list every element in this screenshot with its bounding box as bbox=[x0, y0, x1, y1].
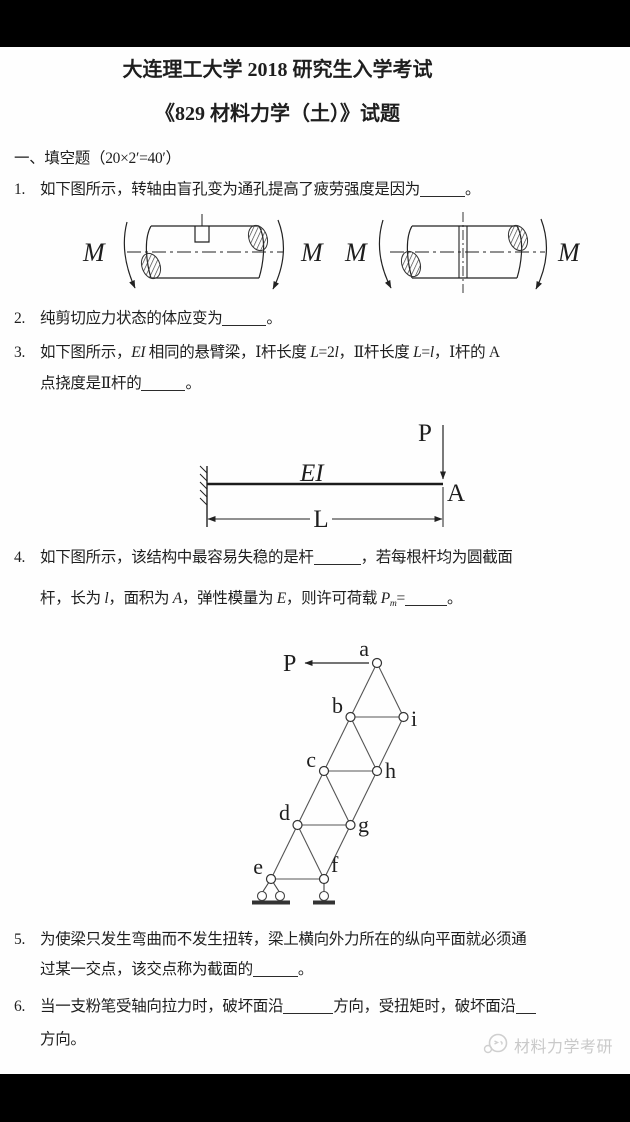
node-label-g: g bbox=[358, 812, 369, 837]
pin-support-e bbox=[252, 878, 290, 905]
shaft-figure: M M M M bbox=[82, 212, 580, 293]
moment-arc-left bbox=[123, 221, 136, 289]
question-3-text-2: 点挠度是Ⅱ杆的。 bbox=[40, 375, 201, 392]
question-1-line-1: 1. 如下图所示，转轴由盲孔变为通孔提高了疲劳强度是因为。 bbox=[14, 177, 481, 199]
point-a-label: A bbox=[447, 480, 465, 507]
hatched-patch bbox=[247, 224, 269, 252]
blind-hole bbox=[194, 226, 210, 243]
moment-label-left-shaft-left: M bbox=[82, 238, 106, 267]
moment-arc-right bbox=[272, 219, 285, 290]
node-label-h: h bbox=[385, 758, 396, 783]
question-5-text-2: 过某一交点，该交点称为截面的。 bbox=[40, 961, 314, 978]
roller-support-f bbox=[313, 879, 335, 905]
watermark: 材料力学考研 bbox=[483, 1031, 613, 1058]
question-2-number: 2. bbox=[14, 310, 26, 327]
moment-arc-left bbox=[378, 219, 392, 289]
question-6-line-1: 6. 当一支粉笔受轴向拉力时，破坏面沿方向，受扭矩时，破坏面沿 bbox=[14, 994, 536, 1016]
cantilever-beam-figure: EI P A L bbox=[199, 420, 465, 533]
question-4-line-2: 杆，长为 l，面积为 A，弹性模量为 E，则许可荷载 Pm=。 bbox=[40, 586, 462, 609]
question-5-line-1: 5. 为使梁只发生弯曲而不发生扭转，梁上横向外力所在的纵向平面就必须通 bbox=[14, 927, 527, 949]
moment-arc-right bbox=[535, 218, 548, 290]
load-label: P bbox=[418, 420, 432, 447]
question-4-line-1: 4. 如下图所示，该结构中最容易失稳的是杆，若每根杆均为圆截面 bbox=[14, 545, 513, 567]
node-label-b: b bbox=[332, 693, 343, 718]
node-label-f: f bbox=[331, 852, 339, 877]
question-6-text-1: 当一支粉笔受轴向拉力时，破坏面沿方向，受扭矩时，破坏面沿 bbox=[40, 998, 536, 1015]
question-4-number: 4. bbox=[14, 549, 26, 566]
question-5-number: 5. bbox=[14, 931, 26, 948]
moment-label-left-shaft-right: M bbox=[300, 238, 324, 267]
load-label: P bbox=[283, 651, 296, 677]
bottom-letterbox-bar bbox=[0, 1074, 630, 1122]
truss-node-labels: a b i c h d g e f bbox=[253, 636, 417, 879]
node-label-d: d bbox=[279, 800, 290, 825]
hatched-patch bbox=[507, 224, 529, 252]
section-heading: 一、填空题（20×2′=40′） bbox=[14, 150, 181, 167]
question-3-text-1: 如下图所示，EI 相同的悬臂梁，Ⅰ杆长度 L=2l，Ⅱ杆长度 L=l，Ⅰ杆的 A bbox=[40, 344, 500, 361]
question-5-line-2: 过某一交点，该交点称为截面的。 bbox=[40, 957, 313, 979]
question-1-number: 1. bbox=[14, 181, 26, 198]
node-label-e: e bbox=[253, 854, 263, 879]
hatched-patch bbox=[400, 250, 422, 278]
exam-subtitle: 《829 材料力学（土）》试题 bbox=[155, 103, 400, 125]
length-label: L bbox=[313, 506, 328, 533]
hatched-patch bbox=[140, 252, 162, 280]
question-6-line-2: 方向。 bbox=[40, 1027, 86, 1049]
truss-members bbox=[270, 662, 404, 880]
moment-label-right-shaft-left: M bbox=[344, 238, 368, 267]
question-1-text: 如下图所示，转轴由盲孔变为通孔提高了疲劳强度是因为。 bbox=[40, 181, 481, 198]
node-label-a: a bbox=[359, 636, 369, 661]
wechat-face-logo-icon bbox=[483, 1033, 508, 1054]
question-6-number: 6. bbox=[14, 998, 26, 1015]
question-2-line-1: 2. 纯剪切应力状态的体应变为。 bbox=[14, 306, 282, 328]
truss-nodes bbox=[265, 657, 409, 885]
question-4-text-1: 如下图所示，该结构中最容易失稳的是杆，若每根杆均为圆截面 bbox=[40, 549, 513, 566]
question-5-text-1: 为使梁只发生弯曲而不发生扭转，梁上横向外力所在的纵向平面就必须通 bbox=[40, 931, 527, 948]
node-label-i: i bbox=[411, 706, 417, 731]
watermark-text: 材料力学考研 bbox=[514, 1038, 614, 1056]
question-2-text: 纯剪切应力状态的体应变为。 bbox=[40, 310, 282, 327]
truss-figure: P a b i bbox=[252, 636, 417, 905]
question-4-text-2: 杆，长为 l，面积为 A，弹性模量为 E，则许可荷载 Pm=。 bbox=[40, 590, 463, 609]
beam-stiffness-label: EI bbox=[299, 460, 325, 487]
top-letterbox-bar bbox=[0, 0, 630, 47]
moment-label-right-shaft-right: M bbox=[557, 238, 580, 267]
question-3-number: 3. bbox=[14, 344, 26, 361]
question-6-text-2: 方向。 bbox=[40, 1031, 86, 1048]
exam-title: 大连理工大学 2018 研究生入学考试 bbox=[122, 59, 433, 81]
question-3-line-1: 3. 如下图所示，EI 相同的悬臂梁，Ⅰ杆长度 L=2l，Ⅱ杆长度 L=l，Ⅰ杆的… bbox=[14, 340, 500, 362]
node-label-c: c bbox=[306, 747, 316, 772]
question-3-line-2: 点挠度是Ⅱ杆的。 bbox=[40, 371, 201, 393]
